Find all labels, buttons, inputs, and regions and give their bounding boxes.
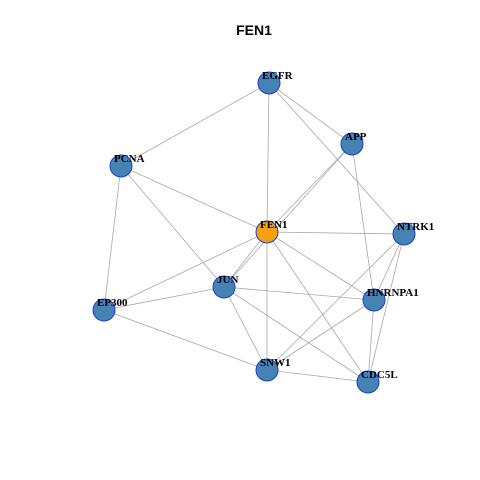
edges-layer xyxy=(103,82,405,383)
edge-ep300-snw1 xyxy=(103,309,268,371)
node-label-ep300: EP300 xyxy=(97,297,128,309)
edge-fen1-ep300 xyxy=(103,231,268,311)
edge-jun-ep300 xyxy=(103,286,225,311)
node-app[interactable] xyxy=(340,132,364,156)
node-cdc5l[interactable] xyxy=(356,370,380,394)
edge-fen1-hnrnpa1 xyxy=(266,231,375,301)
edge-ntrk1-hnrnpa1 xyxy=(373,233,405,301)
node-fen1[interactable] xyxy=(255,220,279,244)
edge-fen1-ntrk1 xyxy=(266,231,405,235)
edge-jun-snw1 xyxy=(223,286,268,371)
node-label-snw1: SNW1 xyxy=(260,357,291,369)
node-label-cdc5l: CDC5L xyxy=(361,369,398,381)
diagram-title: FEN1 xyxy=(236,22,272,38)
edge-ntrk1-cdc5l xyxy=(367,233,405,383)
node-label-fen1: FEN1 xyxy=(260,219,288,231)
edge-egfr-pcna xyxy=(120,82,270,167)
edge-egfr-app xyxy=(268,82,353,145)
node-snw1[interactable] xyxy=(255,358,279,382)
edge-egfr-ntrk1 xyxy=(268,82,405,235)
node-label-jun: JUN xyxy=(217,274,238,286)
edge-jun-hnrnpa1 xyxy=(223,286,375,301)
node-label-hnrnpa1: HNRNPA1 xyxy=(367,287,419,299)
edge-fen1-jun xyxy=(223,231,268,288)
node-ep300[interactable] xyxy=(92,298,116,322)
edge-snw1-cdc5l xyxy=(266,369,369,383)
edge-pcna-fen1 xyxy=(120,165,268,233)
node-label-ntrk1: NTRK1 xyxy=(397,221,434,233)
node-hnrnpa1[interactable] xyxy=(362,288,386,312)
edge-ntrk1-snw1 xyxy=(266,233,405,371)
node-label-egfr: EGFR xyxy=(262,70,294,82)
edge-jun-cdc5l xyxy=(223,286,369,383)
edge-app-jun xyxy=(223,143,353,288)
edge-hnrnpa1-snw1 xyxy=(266,299,375,371)
nodes-layer xyxy=(92,71,416,394)
edge-egfr-fen1 xyxy=(266,82,270,233)
node-label-pcna: PCNA xyxy=(114,153,145,165)
edge-app-fen1 xyxy=(266,143,353,233)
node-pcna[interactable] xyxy=(109,154,133,178)
edge-fen1-cdc5l xyxy=(266,231,369,383)
node-label-app: APP xyxy=(345,131,367,143)
edge-hnrnpa1-cdc5l xyxy=(367,299,375,383)
edge-app-hnrnpa1 xyxy=(351,143,375,301)
edge-pcna-ep300 xyxy=(103,165,122,311)
node-egfr[interactable] xyxy=(257,71,281,95)
node-jun[interactable] xyxy=(212,275,236,299)
edge-pcna-jun xyxy=(120,165,225,288)
node-ntrk1[interactable] xyxy=(392,222,416,246)
